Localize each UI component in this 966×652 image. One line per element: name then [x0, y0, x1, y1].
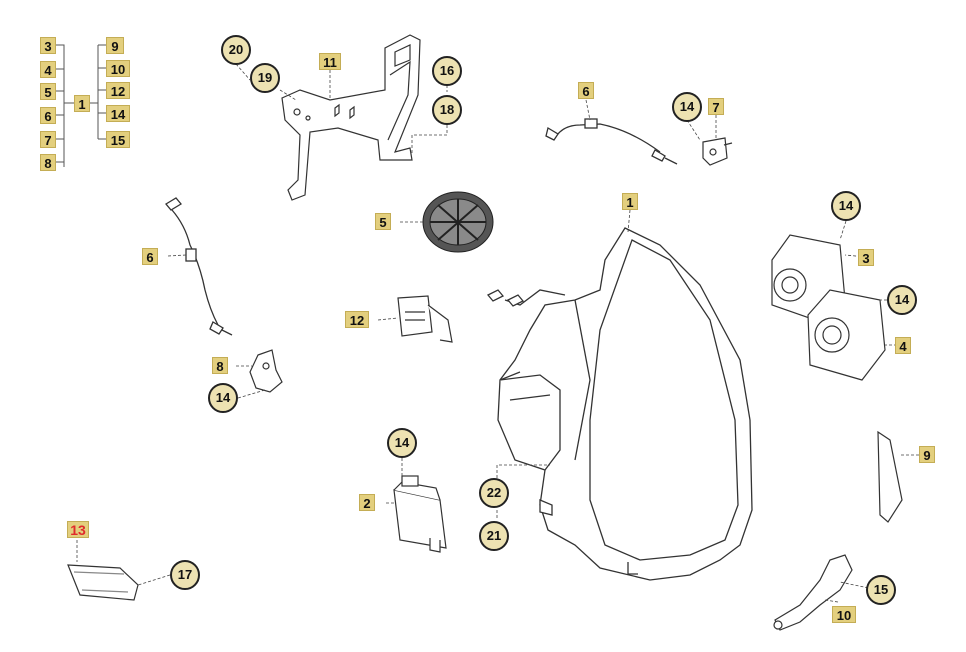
- callout-17[interactable]: 17: [170, 560, 200, 590]
- index-item-right[interactable]: 10: [106, 60, 130, 77]
- callout-7[interactable]: 7: [708, 98, 724, 115]
- callout-4[interactable]: 4: [895, 337, 911, 354]
- bulb-12: [397, 295, 453, 343]
- callout-14-module4[interactable]: 14: [887, 285, 917, 315]
- callout-9[interactable]: 9: [919, 446, 935, 463]
- callout-3[interactable]: 3: [858, 249, 874, 266]
- index-item-left[interactable]: 6: [40, 107, 56, 124]
- bracket-11: [281, 34, 421, 201]
- index-item-left[interactable]: 4: [40, 61, 56, 78]
- callout-11[interactable]: 11: [319, 53, 341, 70]
- callout-16[interactable]: 16: [432, 56, 462, 86]
- clip-7: [702, 137, 733, 166]
- index-item-left[interactable]: 7: [40, 131, 56, 148]
- callout-12[interactable]: 12: [345, 311, 369, 328]
- headlamp-1: [486, 227, 753, 581]
- index-item-left[interactable]: 5: [40, 83, 56, 100]
- index-item-left[interactable]: 3: [40, 37, 56, 54]
- cover-9: [877, 430, 903, 523]
- index-item-right[interactable]: 14: [106, 105, 130, 122]
- callout-21[interactable]: 21: [479, 521, 509, 551]
- index-item-right[interactable]: 12: [106, 82, 130, 99]
- callout-6-left[interactable]: 6: [142, 248, 158, 265]
- cable-6-top: [545, 118, 678, 165]
- callout-20[interactable]: 20: [221, 35, 251, 65]
- callout-13-highlighted[interactable]: 13: [67, 521, 89, 538]
- callout-22[interactable]: 22: [479, 478, 509, 508]
- callout-18[interactable]: 18: [432, 95, 462, 125]
- bracket-8: [249, 349, 283, 393]
- cable-6-left: [165, 197, 233, 336]
- callout-14-module3[interactable]: 14: [831, 191, 861, 221]
- indicator-13: [67, 564, 139, 601]
- callout-15[interactable]: 15: [866, 575, 896, 605]
- callout-14-bracket8[interactable]: 14: [208, 383, 238, 413]
- cap-5: [422, 191, 494, 253]
- module-4: [807, 289, 886, 381]
- module-2: [393, 475, 447, 553]
- callout-1-main[interactable]: 1: [622, 193, 638, 210]
- callout-19[interactable]: 19: [250, 63, 280, 93]
- washer-10: [773, 554, 853, 631]
- index-item-right[interactable]: 15: [106, 131, 130, 148]
- callout-6-top[interactable]: 6: [578, 82, 594, 99]
- callout-2[interactable]: 2: [359, 494, 375, 511]
- callout-14-clip[interactable]: 14: [672, 92, 702, 122]
- callout-8[interactable]: 8: [212, 357, 228, 374]
- callout-14-module2[interactable]: 14: [387, 428, 417, 458]
- index-item-right[interactable]: 9: [106, 37, 124, 54]
- index-item-left[interactable]: 8: [40, 154, 56, 171]
- callout-10[interactable]: 10: [832, 606, 856, 623]
- callout-5[interactable]: 5: [375, 213, 391, 230]
- index-item-center[interactable]: 1: [74, 95, 90, 112]
